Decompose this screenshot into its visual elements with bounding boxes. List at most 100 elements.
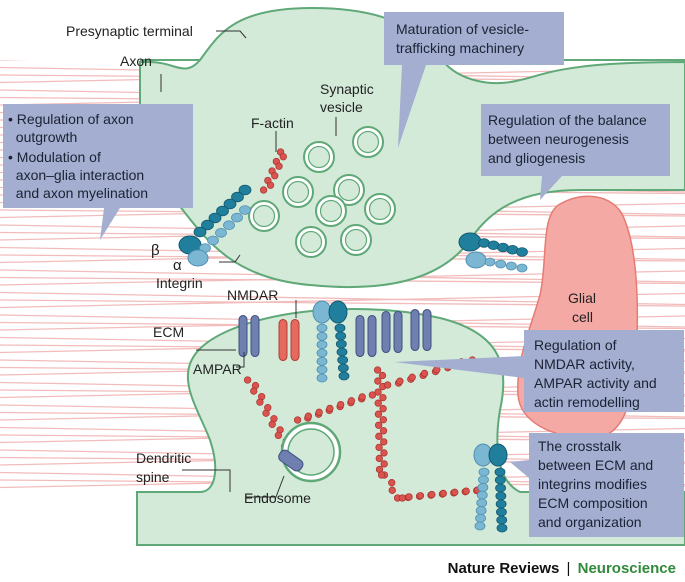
actin-bead (420, 369, 429, 378)
actin-bead (388, 479, 396, 487)
journal-name: Neuroscience (577, 560, 676, 577)
label-dendritic-spine: Dendritic (136, 450, 191, 466)
integrin-domain (231, 191, 244, 203)
integrin-domain (238, 184, 252, 196)
actin-bead (379, 393, 387, 402)
label-alpha: α (173, 257, 182, 274)
actin-bead (439, 489, 447, 498)
vesicle-lumen (307, 145, 331, 169)
actin-bead (347, 397, 356, 405)
integrin-domain (478, 467, 490, 477)
integrin-domain (494, 475, 506, 485)
integrin-alpha-head (465, 251, 487, 269)
integrin-domain (316, 348, 328, 358)
callout-text: integrins modifies (538, 476, 647, 492)
integrin-domain (496, 515, 508, 525)
actin-bead (243, 376, 252, 384)
actin-bead (268, 420, 276, 428)
label-synaptic-vesicle: Synaptic (320, 81, 374, 97)
callout-neurogenesis: Regulation of the balance between neurog… (481, 104, 670, 200)
actin-bead (462, 487, 470, 495)
integrin-domain (223, 198, 237, 210)
callout-text: NMDAR activity, (534, 356, 635, 372)
actin-bead (274, 431, 283, 440)
actin-bead (380, 460, 388, 468)
actin-bead (405, 493, 413, 501)
callout-text: axon–glia interaction (8, 167, 144, 183)
actin-bead (388, 486, 396, 494)
integrin-domain (495, 259, 507, 269)
actin-bead (374, 410, 383, 418)
actin-bead (374, 388, 382, 396)
integrin-domain (477, 483, 489, 492)
integrin-domain (476, 498, 488, 508)
callout-axon-outgrowth: • Regulation of axon outgrowth • Modulat… (3, 104, 193, 240)
actin-bead (408, 373, 416, 381)
callout-text: and gliogenesis (488, 150, 585, 166)
callout-text: • Regulation of axon (8, 111, 134, 127)
f-actin-filaments (243, 148, 482, 502)
integrin-domain (223, 220, 235, 231)
integrin-domain (316, 331, 328, 341)
actin-bead (383, 381, 392, 389)
actin-bead (275, 162, 283, 170)
integrin-domain (476, 490, 488, 500)
vesicle-lumen (299, 230, 323, 254)
integrin-domain (231, 212, 243, 223)
integrin-domain (495, 483, 506, 493)
integrin-domain (516, 263, 528, 273)
actin-bead (428, 490, 436, 499)
callout-vesicle-trafficking: Maturation of vesicle- trafficking machi… (384, 12, 564, 148)
nmdar-receptor-icon (278, 319, 300, 361)
vesicle-lumen (368, 197, 392, 221)
vesicle-lumen (319, 199, 343, 223)
callout-ecm-crosstalk: The crosstalk between ECM and integrins … (510, 433, 684, 537)
vesicle-lumen (252, 204, 276, 228)
actin-bead (259, 186, 268, 194)
integrin-domain (337, 363, 349, 373)
actin-bead (256, 398, 264, 406)
integrin-beta-head (488, 443, 508, 467)
callout-text: actin remodelling (534, 394, 640, 410)
actin-bead (377, 471, 386, 479)
integrin-domain (316, 323, 328, 333)
callout-text: AMPAR activity and (534, 375, 657, 391)
footer-separator: | (566, 560, 571, 577)
integrin-domain (475, 513, 486, 523)
callout-text: ECM composition (538, 495, 648, 511)
integrin-domain (475, 506, 487, 515)
integrin-domain (334, 323, 346, 333)
label-presynaptic-terminal: Presynaptic terminal (66, 23, 193, 39)
actin-bead (451, 488, 459, 496)
label-glial-cell: cell (572, 309, 593, 325)
integrin-domain (337, 355, 349, 365)
actin-bead (374, 399, 382, 407)
integrin-domain (338, 371, 350, 381)
vesicle-lumen (344, 228, 368, 252)
integrin-domain (207, 235, 219, 246)
endosome (280, 421, 342, 483)
ampar-receptor-icon (355, 315, 377, 357)
callout-text: and organization (538, 514, 642, 530)
callout-text: Regulation of (534, 337, 617, 353)
callout-nmdar-activity: Regulation of NMDAR activity, AMPAR acti… (394, 330, 684, 412)
label-dendritic-spine: spine (136, 469, 170, 485)
label-ecm: ECM (153, 324, 184, 340)
actin-bead (271, 172, 279, 180)
publisher-name: Nature Reviews (447, 560, 560, 577)
integrin-domain (496, 523, 508, 533)
callout-text: • Modulation of (8, 149, 101, 165)
journal-footer: Nature Reviews | Neuroscience (0, 560, 676, 577)
integrin-domain (335, 339, 347, 349)
integrin-domain (516, 247, 528, 257)
callout-text: The crosstalk (538, 438, 622, 454)
vesicle-lumen (356, 130, 380, 154)
label-integrin: Integrin (156, 275, 203, 291)
actin-bead (375, 432, 383, 440)
actin-bead (378, 371, 387, 380)
actin-bead (375, 454, 383, 463)
callout-text: Regulation of the balance (488, 112, 647, 128)
vesicle-lumen (286, 180, 310, 204)
actin-bead (368, 391, 377, 399)
label-axon: Axon (120, 53, 152, 69)
